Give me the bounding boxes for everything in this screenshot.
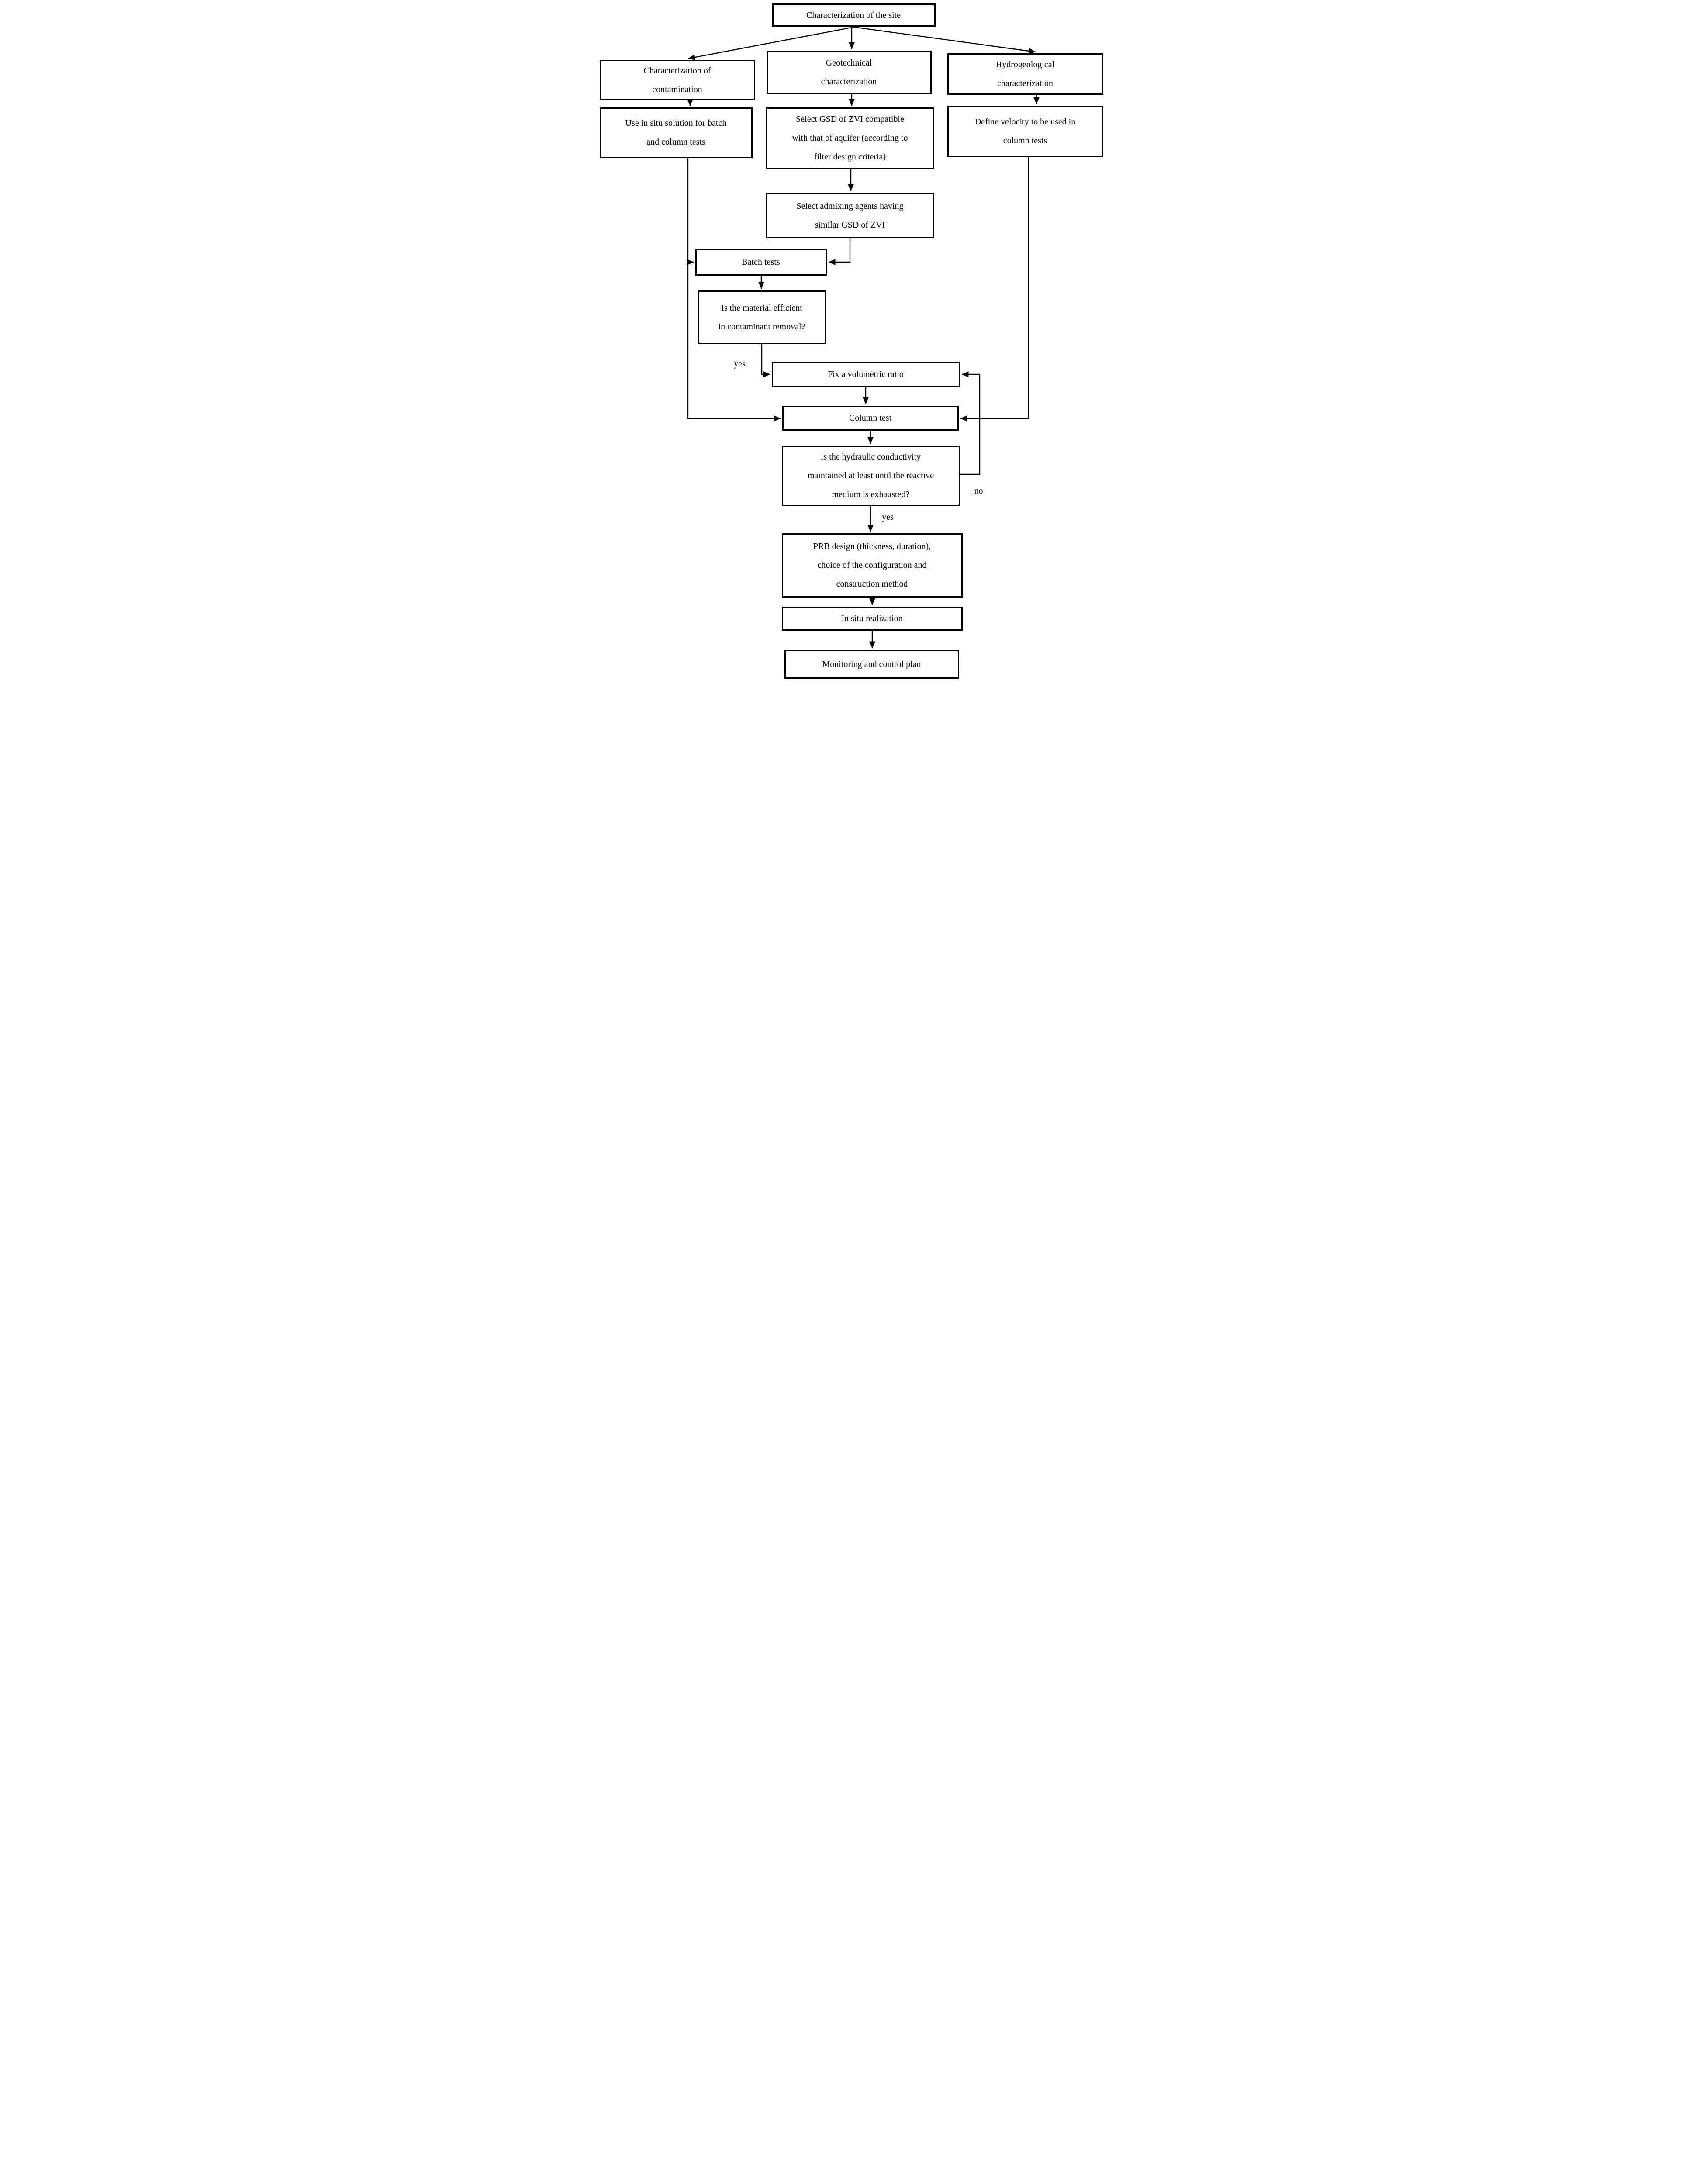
edge-insitu-solution-to-column-test (687, 158, 781, 422)
edge-label-yes-hydraulic: yes (882, 512, 894, 522)
node-is-material-efficient: Is the material efficient in contaminant… (698, 290, 826, 344)
edge-define-velocity-to-column-test (960, 157, 1029, 422)
edge-hydraulic-no-feedback-to-fix-ratio (960, 371, 980, 475)
edge-material-efficient-yes-to-fix-ratio (761, 344, 770, 377)
node-monitoring-and-control-plan: Monitoring and control plan (784, 650, 959, 679)
node-define-velocity: Define velocity to be used in column tes… (947, 106, 1103, 157)
flowchart: Characterization of the site Characteriz… (596, 0, 1107, 679)
connector-layer (687, 26, 1040, 649)
node-select-gsd-of-zvi: Select GSD of ZVI compatible with that o… (766, 107, 934, 169)
edge-label-no-feedback: no (974, 486, 983, 496)
node-prb-design: PRB design (thickness, duration), choice… (781, 533, 963, 598)
node-fix-volumetric-ratio: Fix a volumetric ratio (771, 362, 960, 387)
node-geotechnical-characterization: Geotechnical characterization (766, 51, 932, 94)
edge-site-to-contamination (688, 26, 854, 60)
node-hydrogeological-characterization: Hydrogeological characterization (947, 53, 1103, 95)
node-use-in-situ-solution: Use in situ solution for batch and colum… (599, 107, 753, 158)
edge-label-yes-material: yes (734, 359, 746, 369)
node-is-hydraulic-conductivity-maintained: Is the hydraulic conductivity maintained… (781, 446, 960, 506)
edge-select-admixing-to-batch-tests (828, 238, 850, 265)
node-characterization-of-contamination: Characterization of contamination (599, 60, 755, 100)
node-in-situ-realization: In situ realization (781, 607, 963, 631)
node-select-admixing-agents: Select admixing agents having similar GS… (766, 193, 934, 238)
node-column-test: Column test (782, 406, 959, 431)
node-characterization-of-the-site: Characterization of the site (771, 3, 936, 27)
node-batch-tests: Batch tests (695, 249, 827, 276)
edge-site-to-hydrogeological (853, 26, 1036, 54)
